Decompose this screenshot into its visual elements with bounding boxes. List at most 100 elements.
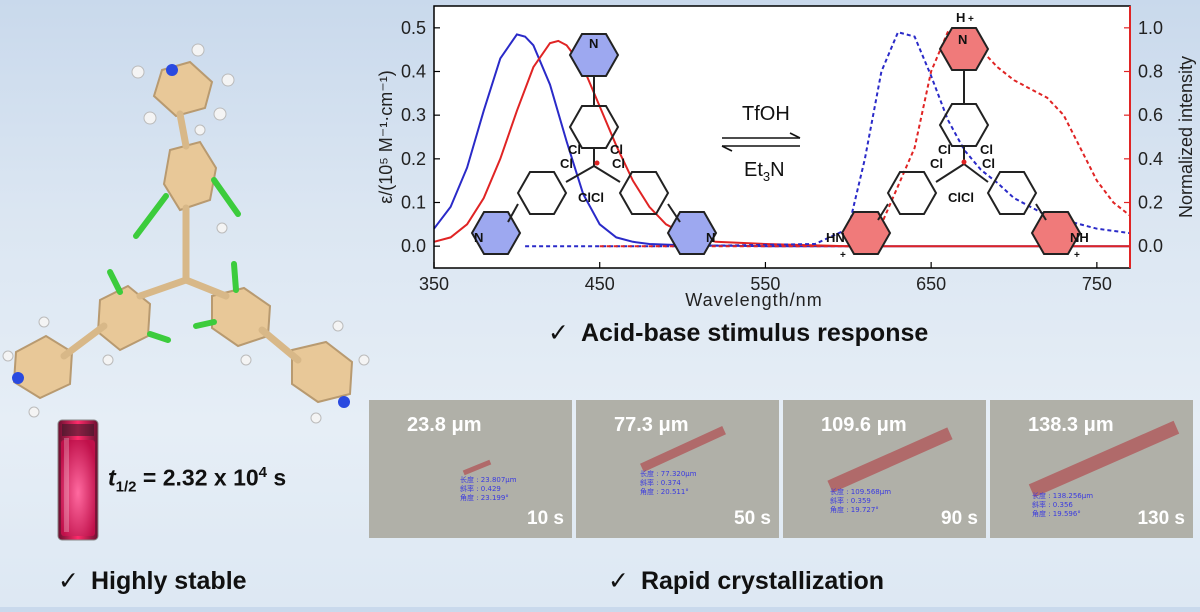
structure-protonated	[840, 27, 1082, 255]
label-n-top-right: N	[958, 32, 967, 47]
measurement-text: 角度 : 23.199°	[460, 493, 509, 502]
measurement-text: 长度 : 77.320μm	[640, 469, 697, 478]
check-icon: ✓	[58, 566, 79, 595]
crystal-length-label: 109.6 μm	[821, 414, 907, 436]
y-tick-label: 0.1	[401, 193, 426, 213]
radical-vial-icon	[57, 419, 99, 541]
reagent-base: Et3N	[744, 159, 785, 184]
label-cl: Cl	[938, 142, 951, 157]
crystal-time-label: 130 s	[1137, 508, 1185, 529]
label-cl: Cl	[930, 156, 943, 171]
half-life-label: t1/2 = 2.32 x 104 s	[108, 464, 287, 496]
crystal-needle	[640, 426, 726, 472]
y-right-tick-label: 1.0	[1138, 18, 1163, 38]
label-cl: Cl	[568, 142, 581, 157]
ring-pyridinium-left	[840, 211, 892, 255]
ring-pyridinium-top	[938, 27, 990, 71]
label-nh: NH	[1070, 230, 1089, 245]
label-n-left: N	[474, 230, 483, 245]
measurement-text: 角度 : 19.596°	[1032, 509, 1081, 518]
ring-pyridine-top	[568, 33, 620, 77]
x-tick-label: 450	[585, 274, 615, 294]
label-plus: +	[968, 14, 974, 25]
measurement-text: 斜率 : 0.429	[460, 484, 501, 493]
x-tick-label: 350	[419, 274, 449, 294]
crystal-length-label: 77.3 μm	[614, 414, 689, 436]
ring-left-pyridine	[12, 334, 74, 400]
plot-area	[434, 6, 1130, 268]
crystal-length-label: 23.8 μm	[407, 414, 482, 436]
ring-pyridine-right	[666, 211, 718, 255]
y-axis-label: ε/(10⁵ M⁻¹·cm⁻¹)	[376, 70, 396, 203]
measurement-text: 斜率 : 0.359	[830, 496, 871, 505]
caption-rapid-crystallization: ✓Rapid crystallization	[608, 566, 885, 595]
radical-dot	[594, 160, 600, 166]
nitrogen-atom	[166, 64, 178, 76]
check-icon: ✓	[548, 318, 569, 347]
y-right-tick-label: 0.0	[1138, 236, 1163, 256]
label-h-top: H	[956, 10, 965, 25]
label-hn: HN	[826, 230, 845, 245]
y-tick-label: 0.4	[401, 62, 426, 82]
measurement-text: 长度 : 109.568μm	[830, 487, 891, 496]
label-cl: Cl	[612, 156, 625, 171]
x-axis-label: Wavelength/nm	[685, 290, 822, 310]
structure-neutral	[470, 33, 718, 255]
crystal-time-label: 50 s	[734, 508, 771, 529]
molecule-3d-model	[2, 43, 370, 424]
y-tick-label: 0.5	[401, 18, 426, 38]
measurement-text: 长度 : 23.807μm	[460, 475, 517, 484]
label-n-right: N	[706, 230, 715, 245]
x-tick-label: 650	[916, 274, 946, 294]
crystal-time-label: 90 s	[941, 508, 978, 529]
y-right-tick-label: 0.4	[1138, 149, 1163, 169]
measurement-text: 斜率 : 0.374	[640, 478, 681, 487]
y-tick-label: 0.2	[401, 149, 426, 169]
label-cl: Cl	[610, 142, 623, 157]
y-axis-right-label: Normalized intensity	[1176, 56, 1196, 218]
label-clcl: ClCl	[578, 190, 604, 205]
nitrogen-atom	[12, 372, 24, 384]
x-tick-label: 750	[1082, 274, 1112, 294]
crystal-needle	[827, 427, 953, 493]
ring-upper-phenyl	[162, 140, 218, 212]
label-cl: Cl	[560, 156, 573, 171]
y-right-tick-label: 0.8	[1138, 62, 1163, 82]
label-plus: +	[840, 250, 846, 261]
nitrogen-atom	[338, 396, 350, 408]
caption-acid-base: ✓Acid-base stimulus response	[548, 318, 929, 347]
y-tick-label: 0.0	[401, 236, 426, 256]
ring-pyridine-left	[470, 211, 522, 255]
y-right-tick-label: 0.6	[1138, 105, 1163, 125]
ring-top-pyridine	[152, 60, 214, 118]
measurement-text: 角度 : 20.511°	[640, 487, 689, 496]
y-tick-label: 0.3	[401, 105, 426, 125]
caption-highly-stable: ✓Highly stable	[58, 566, 247, 595]
series-line-red-dashed	[599, 26, 1131, 248]
measurement-text: 角度 : 19.727°	[830, 505, 879, 514]
crystal-needle	[462, 459, 492, 476]
label-cl: Cl	[980, 142, 993, 157]
measurement-text: 长度 : 138.256μm	[1032, 491, 1093, 500]
crystal-length-label: 138.3 μm	[1028, 414, 1114, 436]
measurement-text: 斜率 : 0.356	[1032, 500, 1073, 509]
radical-dot	[961, 159, 967, 165]
y-right-tick-label: 0.2	[1138, 193, 1163, 213]
crystal-needle	[1028, 420, 1180, 498]
label-cl: Cl	[982, 156, 995, 171]
label-plus: +	[1074, 250, 1080, 261]
ring-right-pyridine	[291, 340, 354, 404]
check-icon: ✓	[608, 566, 629, 595]
ring-pyridinium-right	[1030, 211, 1082, 255]
